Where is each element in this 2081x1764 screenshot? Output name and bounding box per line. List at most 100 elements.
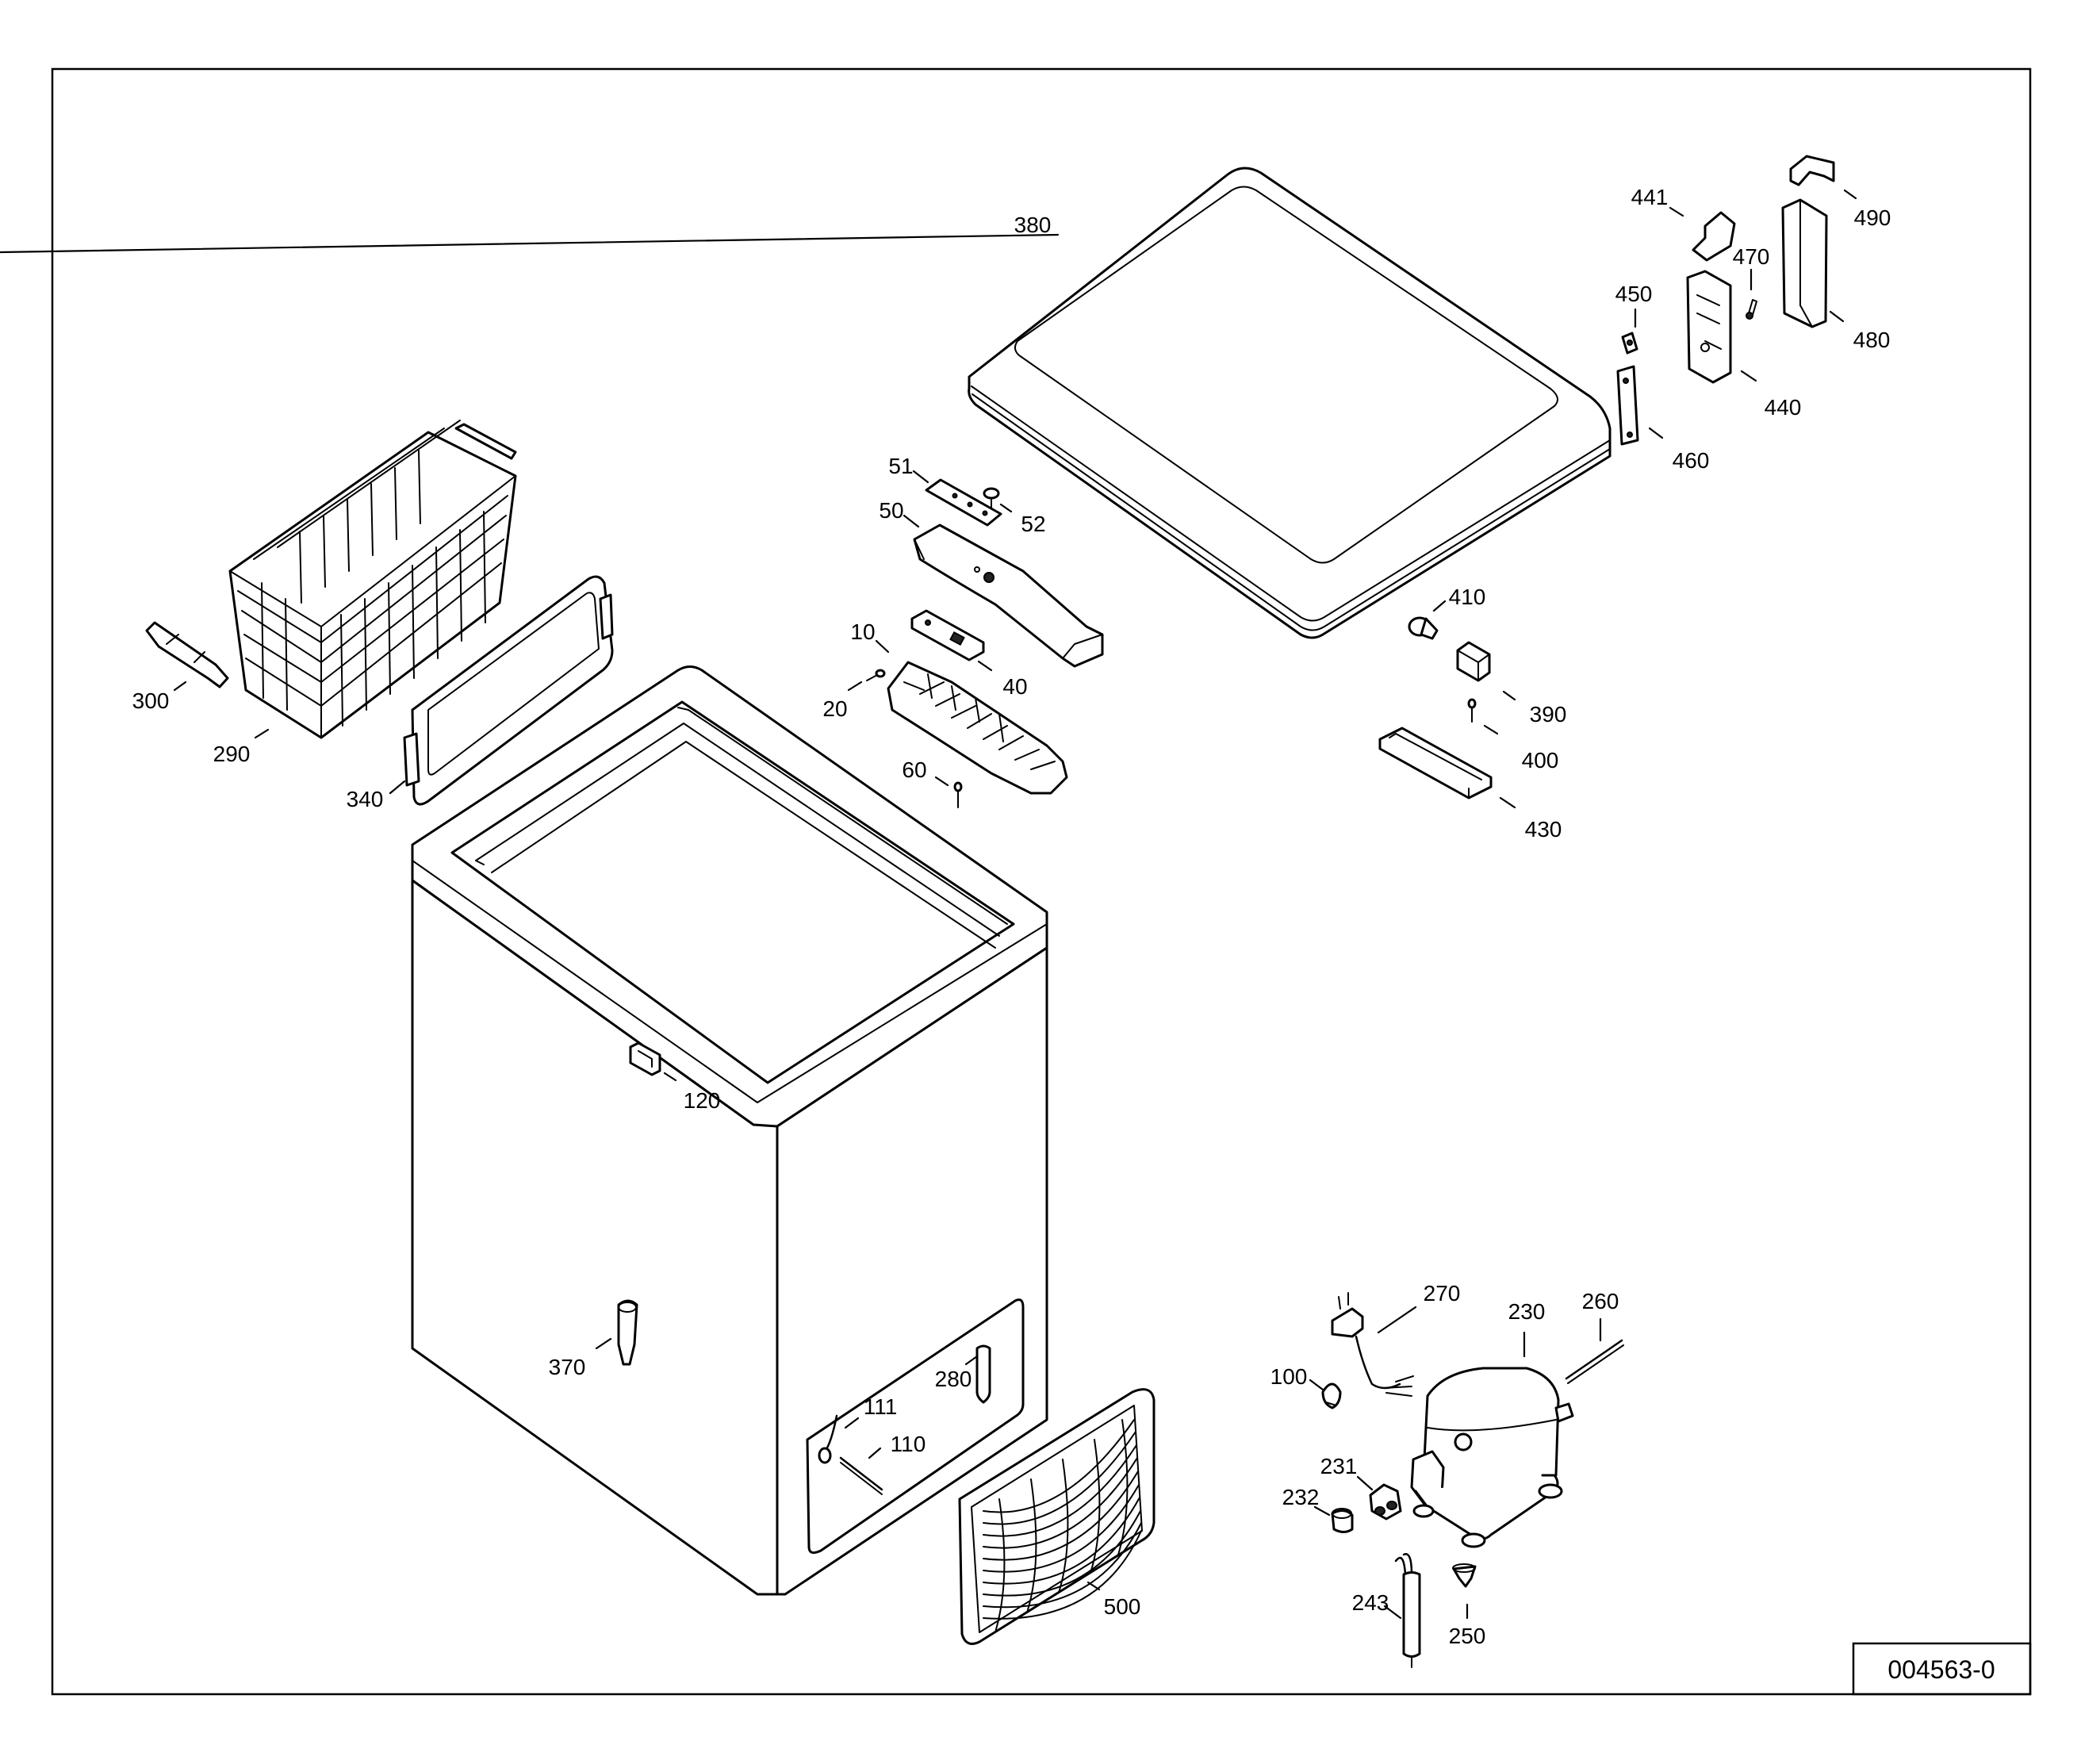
- svg-text:230: 230: [1508, 1299, 1546, 1324]
- callout-50: 50: [879, 498, 920, 528]
- switch-40: [910, 609, 985, 662]
- spacer-450: [1621, 332, 1638, 355]
- callout-280: 280: [935, 1355, 979, 1391]
- pipe-260: [1565, 1339, 1624, 1384]
- trim-51: [925, 478, 1002, 527]
- callout-243: 243: [1352, 1590, 1402, 1620]
- thermostat-knob-120: [629, 1041, 661, 1076]
- svg-text:231: 231: [1320, 1454, 1358, 1478]
- svg-text:51: 51: [888, 454, 913, 478]
- callout-51: 51: [888, 454, 929, 484]
- svg-text:460: 460: [1673, 448, 1710, 473]
- callout-500: 500: [1086, 1581, 1140, 1619]
- svg-text:340: 340: [347, 787, 384, 811]
- svg-text:260: 260: [1582, 1289, 1619, 1313]
- svg-text:120: 120: [684, 1088, 721, 1113]
- sensor-111: [818, 1414, 838, 1464]
- callout-480: 480: [1829, 310, 1891, 352]
- screw-20: [866, 669, 886, 681]
- callout-10: 10: [850, 619, 890, 654]
- callout-52: 52: [999, 503, 1046, 536]
- svg-text:370: 370: [549, 1355, 586, 1379]
- svg-text:430: 430: [1525, 817, 1562, 842]
- hinge-cover-480: [1781, 198, 1828, 328]
- callout-400: 400: [1483, 724, 1559, 773]
- svg-text:290: 290: [213, 742, 251, 766]
- callout-430: 430: [1499, 796, 1562, 842]
- svg-text:400: 400: [1522, 748, 1559, 773]
- plate-460: [1616, 365, 1639, 446]
- basket-290: [228, 420, 517, 739]
- relay-231: [1369, 1483, 1402, 1520]
- callout-232: 232: [1282, 1485, 1331, 1517]
- svg-text:390: 390: [1530, 702, 1567, 727]
- callout-60: 60: [902, 757, 949, 787]
- svg-text:243: 243: [1352, 1590, 1389, 1615]
- svg-text:60: 60: [902, 757, 926, 782]
- screw-60: [953, 781, 963, 808]
- callout-410: 410: [1432, 585, 1485, 612]
- svg-text:50: 50: [879, 498, 903, 523]
- callout-441: 441: [1631, 185, 1684, 217]
- callout-110: 110: [868, 1432, 926, 1459]
- callout-460: 460: [1648, 427, 1710, 473]
- svg-text:441: 441: [1631, 185, 1669, 209]
- svg-text:450: 450: [1615, 282, 1653, 306]
- callout-490: 490: [1843, 189, 1891, 230]
- svg-text:480: 480: [1853, 328, 1891, 352]
- drawing-code-box: 004563-0: [1852, 1642, 2032, 1696]
- bracket-10: [887, 661, 1068, 795]
- power-cord-270: [1331, 1292, 1414, 1397]
- callout-440: 440: [1740, 370, 1802, 420]
- callout-470: 470: [1733, 244, 1770, 291]
- lamp-holder-390: [1456, 641, 1491, 682]
- screw-470: [1746, 299, 1757, 320]
- callout-390: 390: [1502, 690, 1567, 727]
- callout-111: 111: [844, 1394, 898, 1429]
- svg-text:270: 270: [1424, 1281, 1461, 1306]
- lamp-cover-430: [1378, 727, 1493, 800]
- cap-232: [1331, 1508, 1354, 1533]
- svg-text:470: 470: [1733, 244, 1770, 269]
- svg-text:440: 440: [1765, 395, 1802, 420]
- svg-text:280: 280: [935, 1367, 972, 1391]
- foot-250: [1452, 1563, 1477, 1588]
- drawing-code: 004563-0: [1887, 1655, 1995, 1684]
- svg-text:232: 232: [1282, 1485, 1320, 1509]
- basket-handle-300: [145, 621, 229, 688]
- svg-text:300: 300: [132, 688, 170, 713]
- svg-text:10: 10: [850, 619, 875, 644]
- lamp-410: [1408, 616, 1439, 640]
- handle-50: [913, 523, 1104, 668]
- capacitor-243: [1394, 1553, 1421, 1668]
- callout-250: 250: [1449, 1603, 1486, 1648]
- svg-text:111: 111: [864, 1394, 898, 1419]
- callout-300: 300: [132, 681, 187, 713]
- svg-text:110: 110: [891, 1432, 926, 1456]
- callout-340: 340: [347, 780, 406, 811]
- callout-290: 290: [213, 728, 270, 766]
- callout-260: 260: [1582, 1289, 1619, 1342]
- screw-400: [1467, 698, 1477, 723]
- hinge-440: [1686, 270, 1732, 384]
- callout-370: 370: [549, 1337, 612, 1379]
- hinge-clip-441: [1692, 211, 1736, 262]
- callout-231: 231: [1320, 1454, 1374, 1491]
- callout-270: 270: [1377, 1281, 1461, 1334]
- svg-text:100: 100: [1270, 1364, 1308, 1389]
- lid: [968, 167, 1612, 639]
- svg-text:40: 40: [1002, 674, 1027, 699]
- drain-plug-370: [617, 1299, 638, 1366]
- clip-100: [1321, 1382, 1342, 1409]
- svg-text:52: 52: [1021, 512, 1045, 536]
- divider-340: [403, 575, 614, 806]
- callout-20: 20: [822, 681, 863, 721]
- callout-230: 230: [1508, 1299, 1546, 1358]
- svg-text:380: 380: [1014, 213, 1052, 237]
- callout-450: 450: [1615, 282, 1653, 328]
- hinge-cover-490: [1789, 155, 1835, 186]
- rear-grille-500: [958, 1388, 1155, 1645]
- callout-120: 120: [663, 1072, 721, 1113]
- svg-text:250: 250: [1449, 1624, 1486, 1648]
